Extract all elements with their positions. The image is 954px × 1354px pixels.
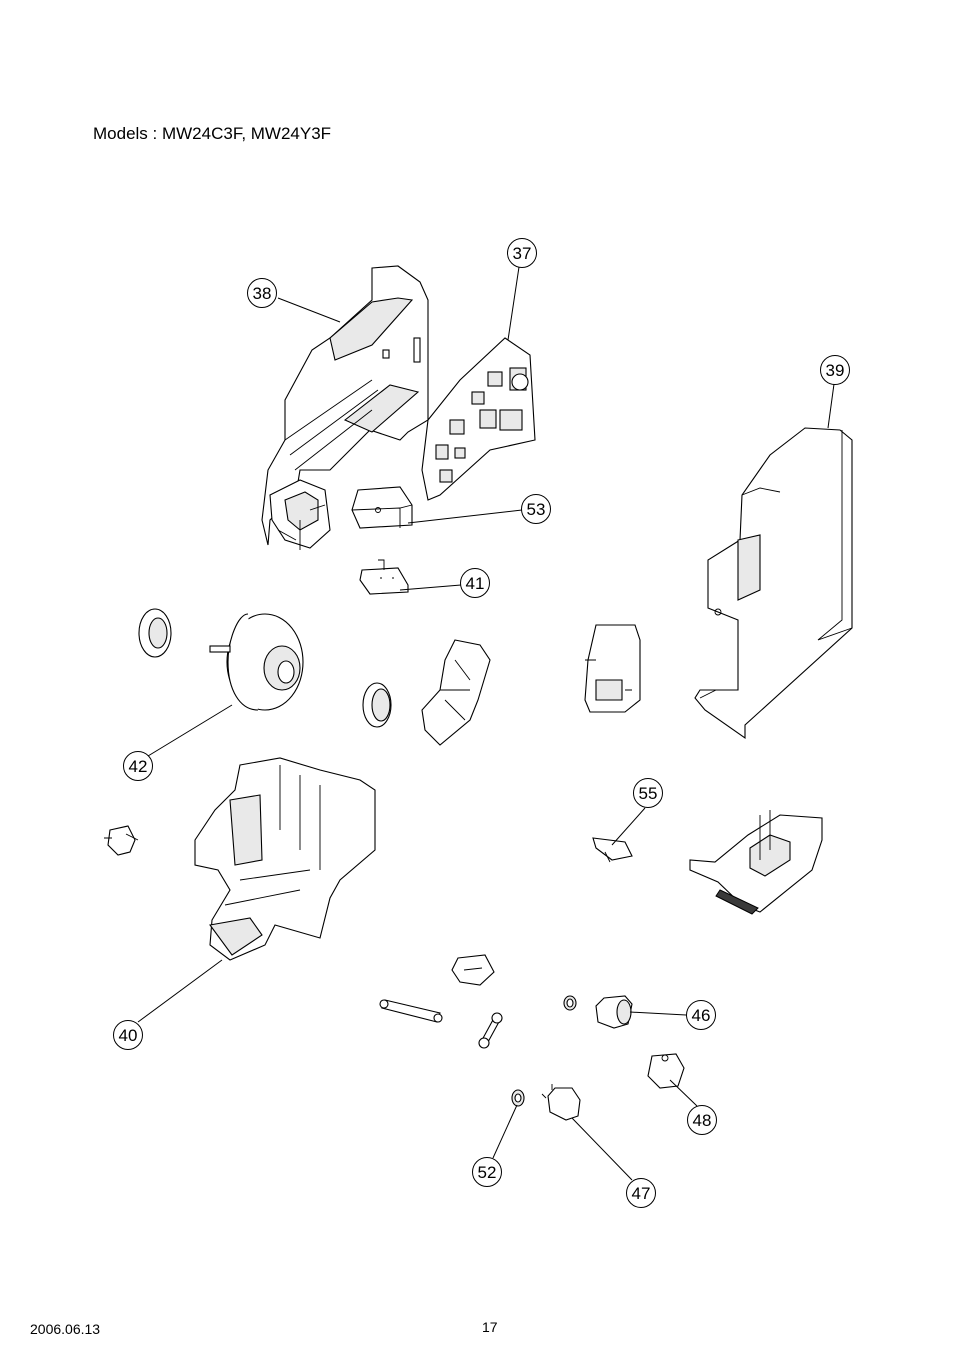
svg-text:48: 48 <box>693 1111 712 1130</box>
svg-text:40: 40 <box>119 1026 138 1045</box>
svg-text:42: 42 <box>129 757 148 776</box>
footer-date: 2006.06.13 <box>30 1321 101 1337</box>
callout-53: 53 <box>521 494 551 524</box>
part-38-control-box-frame <box>261 265 429 550</box>
part-drain-tray <box>689 810 823 915</box>
callout-40: 40 <box>113 1020 143 1050</box>
part-47-motor <box>541 1084 581 1121</box>
svg-text:46: 46 <box>692 1006 711 1025</box>
part-41-bracket <box>359 559 409 595</box>
part-46-motor <box>595 995 633 1029</box>
part-bearing-ring <box>362 682 392 728</box>
svg-text:53: 53 <box>527 500 546 519</box>
part-damper-arm <box>421 639 491 746</box>
page-number: 17 <box>482 1319 498 1335</box>
svg-text:38: 38 <box>253 284 272 303</box>
part-48-motor <box>647 1053 685 1089</box>
part-hinge <box>451 954 495 986</box>
callout-37: 37 <box>507 238 537 268</box>
part-40-base-frame <box>104 757 376 961</box>
callout-38: 38 <box>247 278 277 308</box>
part-42-fan-wheel <box>138 608 304 711</box>
svg-text:41: 41 <box>466 574 485 593</box>
page-title: Models : MW24C3F, MW24Y3F <box>93 124 332 143</box>
svg-text:39: 39 <box>826 361 845 380</box>
part-link-rod <box>379 999 443 1023</box>
part-53-block <box>351 486 413 529</box>
callout-42: 42 <box>123 751 153 781</box>
part-small-gear-upper <box>563 995 577 1011</box>
part-37-pcb-assembly <box>421 337 536 501</box>
leader-lines <box>137 266 835 1181</box>
part-motor-bracket <box>584 624 641 713</box>
callout-46: 46 <box>686 1000 716 1030</box>
svg-text:47: 47 <box>632 1184 651 1203</box>
callout-47: 47 <box>626 1178 656 1208</box>
part-39-housing-panel <box>694 427 853 740</box>
callout-55: 55 <box>633 778 663 808</box>
callout-48: 48 <box>687 1105 717 1135</box>
callout-52: 52 <box>472 1157 502 1187</box>
svg-text:37: 37 <box>513 244 532 263</box>
part-crank-rod <box>478 1012 503 1049</box>
callout-39: 39 <box>820 355 850 385</box>
callout-41: 41 <box>460 568 490 598</box>
svg-text:55: 55 <box>639 784 658 803</box>
part-52-gear <box>511 1089 525 1107</box>
svg-text:52: 52 <box>478 1163 497 1182</box>
part-55-clip <box>592 837 633 863</box>
